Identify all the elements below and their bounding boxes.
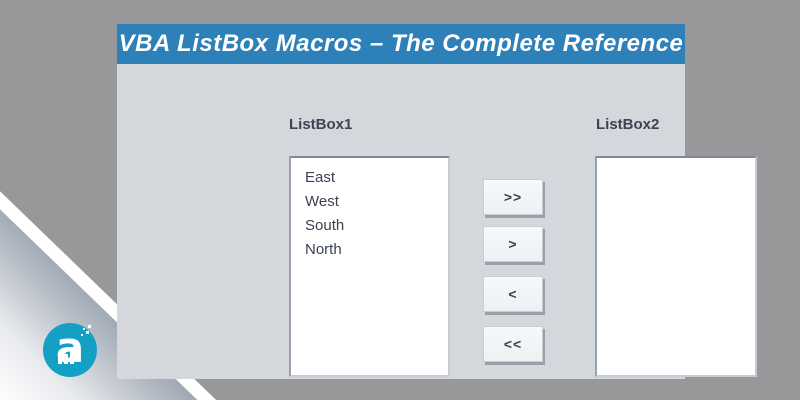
brand-logo: a — [43, 323, 97, 377]
list-item[interactable]: West — [305, 193, 339, 210]
form-panel: VBA ListBox Macros – The Complete Refere… — [117, 24, 757, 379]
list-item[interactable]: North — [305, 241, 342, 258]
list-item[interactable]: East — [305, 169, 336, 186]
move-one-left-button[interactable]: < — [483, 276, 543, 312]
move-all-left-button[interactable]: << — [483, 326, 543, 362]
sparkle-icon — [77, 325, 91, 339]
title-banner: VBA ListBox Macros – The Complete Refere… — [117, 24, 685, 64]
move-all-right-button[interactable]: >> — [483, 179, 543, 215]
move-one-right-button[interactable]: > — [483, 226, 543, 262]
listbox1[interactable]: East West South North — [289, 156, 450, 377]
listbox1-label: ListBox1 — [289, 116, 353, 133]
list-item[interactable]: South — [305, 217, 345, 234]
bar-chart-icon — [58, 349, 76, 364]
listbox2[interactable] — [595, 156, 757, 377]
page-title: VBA ListBox Macros – The Complete Refere… — [118, 30, 684, 57]
listbox2-label: ListBox2 — [596, 116, 660, 133]
